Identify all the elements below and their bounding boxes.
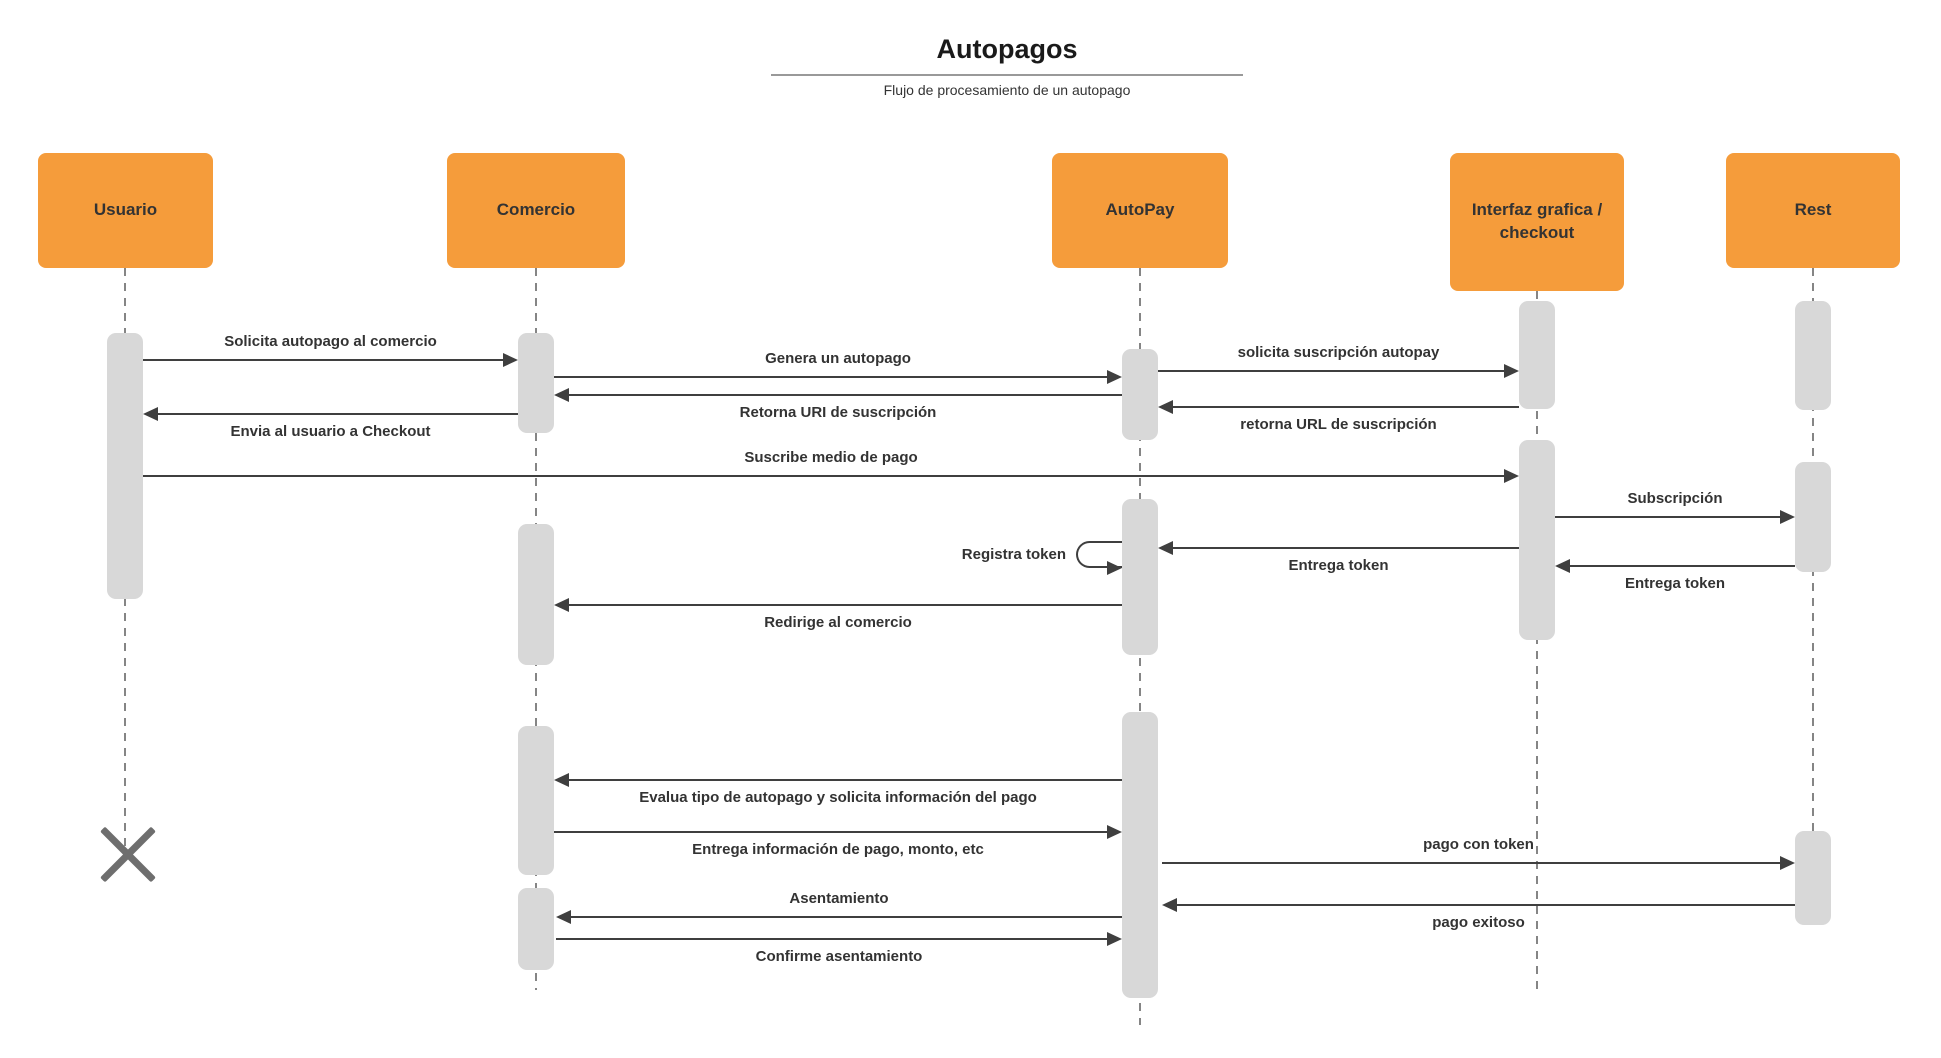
message-label: Evalua tipo de autopago y solicita infor… (639, 789, 1037, 806)
message-arrow (143, 359, 505, 361)
message-arrow (156, 413, 518, 415)
lifeline-rest (1812, 268, 1814, 928)
arrowhead-icon (503, 353, 518, 367)
activation-bar-autopay (1122, 712, 1158, 998)
message-arrow (1175, 904, 1795, 906)
arrowhead-icon (1780, 510, 1795, 524)
arrowhead-icon (1555, 559, 1570, 573)
message-arrow (556, 938, 1109, 940)
title-divider (771, 74, 1243, 76)
message-arrow (1171, 547, 1519, 549)
arrowhead-icon (554, 388, 569, 402)
arrowhead-icon (1162, 898, 1177, 912)
message-arrow (567, 604, 1122, 606)
arrowhead-icon (1504, 469, 1519, 483)
message-label: retorna URL de suscripción (1240, 416, 1437, 433)
message-arrow (1568, 565, 1795, 567)
message-label: Confirme asentamiento (755, 948, 923, 965)
message-label: Entrega token (1624, 575, 1726, 592)
arrowhead-icon (1107, 825, 1122, 839)
message-label: pago exitoso (1432, 914, 1525, 931)
activation-bar-rest (1795, 301, 1831, 410)
title-block: Autopagos Flujo de procesamiento de un a… (771, 34, 1243, 98)
message-label: Entrega token (1288, 557, 1389, 574)
message-arrow (554, 376, 1109, 378)
message-arrow (554, 831, 1109, 833)
message-label: Retorna URI de suscripción (739, 404, 937, 421)
arrowhead-icon (1107, 932, 1122, 946)
activation-bar-usuario (107, 333, 143, 599)
message-label: pago con token (1423, 836, 1534, 853)
destroy-x-icon (92, 819, 164, 891)
activation-bar-rest (1795, 462, 1831, 572)
message-label: Subscripción (1627, 490, 1723, 507)
activation-bar-interfaz (1519, 440, 1555, 640)
arrowhead-icon (1107, 561, 1122, 575)
actor-box-comercio: Comercio (447, 153, 625, 268)
message-label: Registra token (961, 545, 1066, 563)
message-label: Entrega información de pago, monto, etc (692, 841, 984, 858)
activation-bar-comercio (518, 524, 554, 665)
activation-bar-rest (1795, 831, 1831, 925)
diagram-title: Autopagos (936, 34, 1078, 64)
arrowhead-icon (554, 598, 569, 612)
lifeline-interfaz (1536, 291, 1538, 990)
arrowhead-icon (143, 407, 158, 421)
arrowhead-icon (556, 910, 571, 924)
message-label: Asentamiento (789, 890, 889, 907)
arrowhead-icon (1158, 400, 1173, 414)
message-arrow (569, 916, 1122, 918)
activation-bar-comercio (518, 726, 554, 875)
actor-box-interfaz: Interfaz grafica / checkout (1450, 153, 1624, 291)
actor-box-autopay: AutoPay (1052, 153, 1228, 268)
actor-box-usuario: Usuario (38, 153, 213, 268)
activation-bar-autopay (1122, 499, 1158, 655)
arrowhead-icon (1158, 541, 1173, 555)
arrowhead-icon (1504, 364, 1519, 378)
message-arrow (1158, 370, 1506, 372)
message-arrow (1171, 406, 1519, 408)
activation-bar-interfaz (1519, 301, 1555, 409)
message-arrow (1555, 516, 1782, 518)
self-message-loop (1076, 541, 1122, 568)
actor-box-rest: Rest (1726, 153, 1900, 268)
message-arrow (567, 779, 1122, 781)
message-label: Genera un autopago (765, 350, 911, 367)
message-label: solicita suscripción autopay (1237, 344, 1440, 361)
message-label: Envia al usuario a Checkout (230, 423, 431, 440)
arrowhead-icon (1107, 370, 1122, 384)
message-arrow (143, 475, 1506, 477)
arrowhead-icon (1780, 856, 1795, 870)
activation-bar-autopay (1122, 349, 1158, 440)
message-arrow (567, 394, 1122, 396)
diagram-subtitle: Flujo de procesamiento de un autopago (883, 82, 1131, 98)
arrowhead-icon (554, 773, 569, 787)
message-label: Redirige al comercio (764, 614, 912, 631)
message-label: Solicita autopago al comercio (224, 333, 437, 350)
message-label: Suscribe medio de pago (744, 449, 918, 466)
message-arrow (1162, 862, 1782, 864)
activation-bar-comercio (518, 333, 554, 433)
activation-bar-comercio (518, 888, 554, 970)
